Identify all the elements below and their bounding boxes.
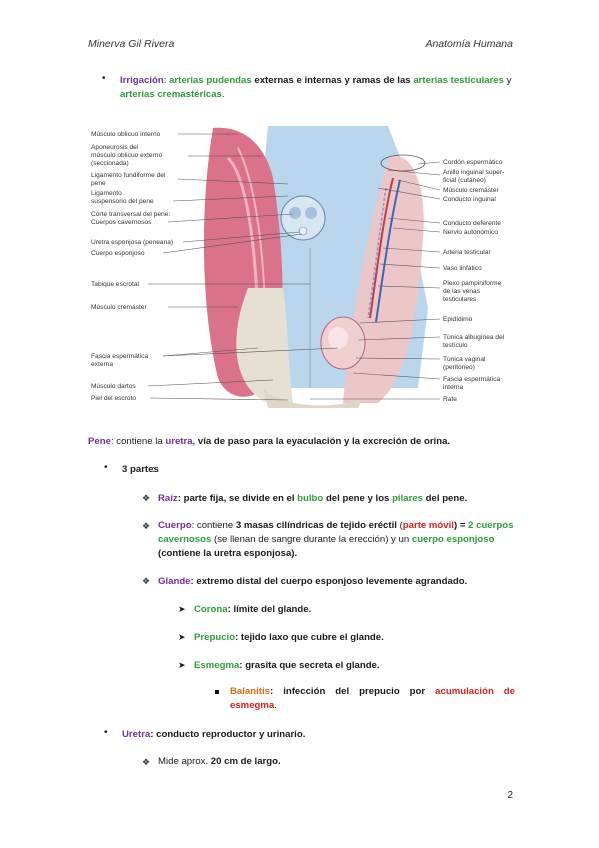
svg-text:Plexo pampiniforme: Plexo pampiniforme [443,280,502,287]
fig-label-left: Músculo oblicuo interno [91,131,161,138]
mide-paragraph: Mide aprox. 20 cm de largo. [158,756,281,767]
svg-text:Nervio autonómico: Nervio autonómico [443,229,498,236]
cuerpo-paragraph: Cuerpo: contiene 3 masas cilíndricas de … [158,520,514,559]
svg-text:Túnica vaginal: Túnica vaginal [443,356,486,363]
tres-partes: 3 partes [122,464,159,475]
pene-paragraph: Pene: contiene la uretra, vía de paso pa… [88,436,451,447]
bullet-dot: • [104,727,108,738]
balanitis-line1: Balanitis: infección del prepucio por ac… [230,686,515,697]
irrigacion-label: Irrigación [120,75,164,86]
svg-text:Vaso linfático: Vaso linfático [443,265,482,272]
svg-text:ficial (cutáneo): ficial (cutáneo) [443,177,486,184]
header-author: Minerva Gil Rivera [88,38,175,50]
page-header: Minerva Gil Rivera Anatomía Humana [88,38,513,50]
arrow-bullet-icon: ➤ [178,632,186,642]
svg-text:externa: externa [91,361,113,368]
svg-text:Músculo cremáster: Músculo cremáster [443,187,500,194]
svg-text:suspensorio del pene: suspensorio del pene [91,198,154,205]
svg-text:Conducto inguinal: Conducto inguinal [443,196,496,203]
balanitis-line2: esmegma. [230,700,277,711]
glande-paragraph: Glande: extremo distal del cuerpo esponj… [158,576,468,587]
svg-text:pene: pene [91,180,106,187]
page-number: 2 [507,790,513,801]
svg-text:Uretra esponjosa (peneana): Uretra esponjosa (peneana) [91,239,173,246]
prepucio-paragraph: Prepucio: tejido laxo que cubre el gland… [194,632,384,643]
svg-text:Fascia espermática: Fascia espermática [91,353,149,360]
arrow-bullet-icon: ➤ [178,604,186,614]
esmegma-paragraph: Esmegma: grasita que secreta el glande. [194,660,380,671]
corona-paragraph: Corona: límite del glande. [194,604,312,615]
raiz-paragraph: Raíz: parte fija, se divide en el bulbo … [158,493,468,504]
square-bullet-icon [215,690,219,694]
svg-text:Aponeurosis del: Aponeurosis del [91,144,139,151]
svg-text:Epidídimo: Epidídimo [443,316,473,323]
svg-text:Rafe: Rafe [443,396,457,403]
svg-text:testiculares: testiculares [443,296,477,303]
svg-text:(peritoneo): (peritoneo) [443,364,475,371]
svg-text:testículo: testículo [443,342,468,349]
svg-text:Conducto deferente: Conducto deferente [443,220,501,227]
diamond-bullet-icon: ❖ [142,757,151,767]
svg-text:Músculo dartos: Músculo dartos [91,383,136,390]
arterias-pudendas: arterias pudendas [169,75,252,86]
diamond-bullet-icon: ❖ [142,493,151,503]
svg-text:Piel del escroto: Piel del escroto [91,395,136,402]
anatomy-figure: Músculo oblicuo interno Aponeurosis del … [91,126,505,408]
arterias-testiculares: arterias testiculares [413,75,504,86]
svg-text:músculo oblicuo externo: músculo oblicuo externo [91,152,162,159]
header-subject: Anatomía Humana [425,38,513,50]
bullet-dot: • [102,73,106,84]
svg-text:Corte transversal del pene:: Corte transversal del pene: [91,211,170,218]
arrow-bullet-icon: ➤ [178,660,186,670]
bullet-dot: • [104,462,108,473]
diamond-bullet-icon: ❖ [142,576,151,586]
uretra-paragraph: Uretra: conducto reproductor y urinario. [122,729,306,740]
svg-text:Anillo inguinal super-: Anillo inguinal super- [443,169,504,176]
arterias-cremastericas: arterias cremastéricas [120,89,222,100]
svg-text:Arteria testicular: Arteria testicular [443,249,491,256]
svg-text:Ligamento: Ligamento [91,190,122,197]
svg-text:Túnica albugínea del: Túnica albugínea del [443,334,505,341]
svg-text:Músculo cremáster: Músculo cremáster [91,304,148,311]
svg-text:interna: interna [443,384,463,391]
svg-text:de las venas: de las venas [443,288,481,295]
svg-text:Fascia espermática: Fascia espermática [443,376,501,383]
svg-text:Cuerpo esponjoso: Cuerpo esponjoso [91,250,145,257]
diamond-bullet-icon: ❖ [142,521,151,531]
svg-text:(seccionada): (seccionada) [91,160,129,167]
fig-label-right: Cordón espermático [443,159,503,166]
svg-text:Cuerpos cavernosos: Cuerpos cavernosos [91,219,152,226]
irrigacion-paragraph: Irrigación: arterias pudendas externas e… [120,75,512,100]
svg-text:Ligamento fundiforme del: Ligamento fundiforme del [91,172,166,179]
svg-text:Tabique escrotal: Tabique escrotal [91,281,140,288]
